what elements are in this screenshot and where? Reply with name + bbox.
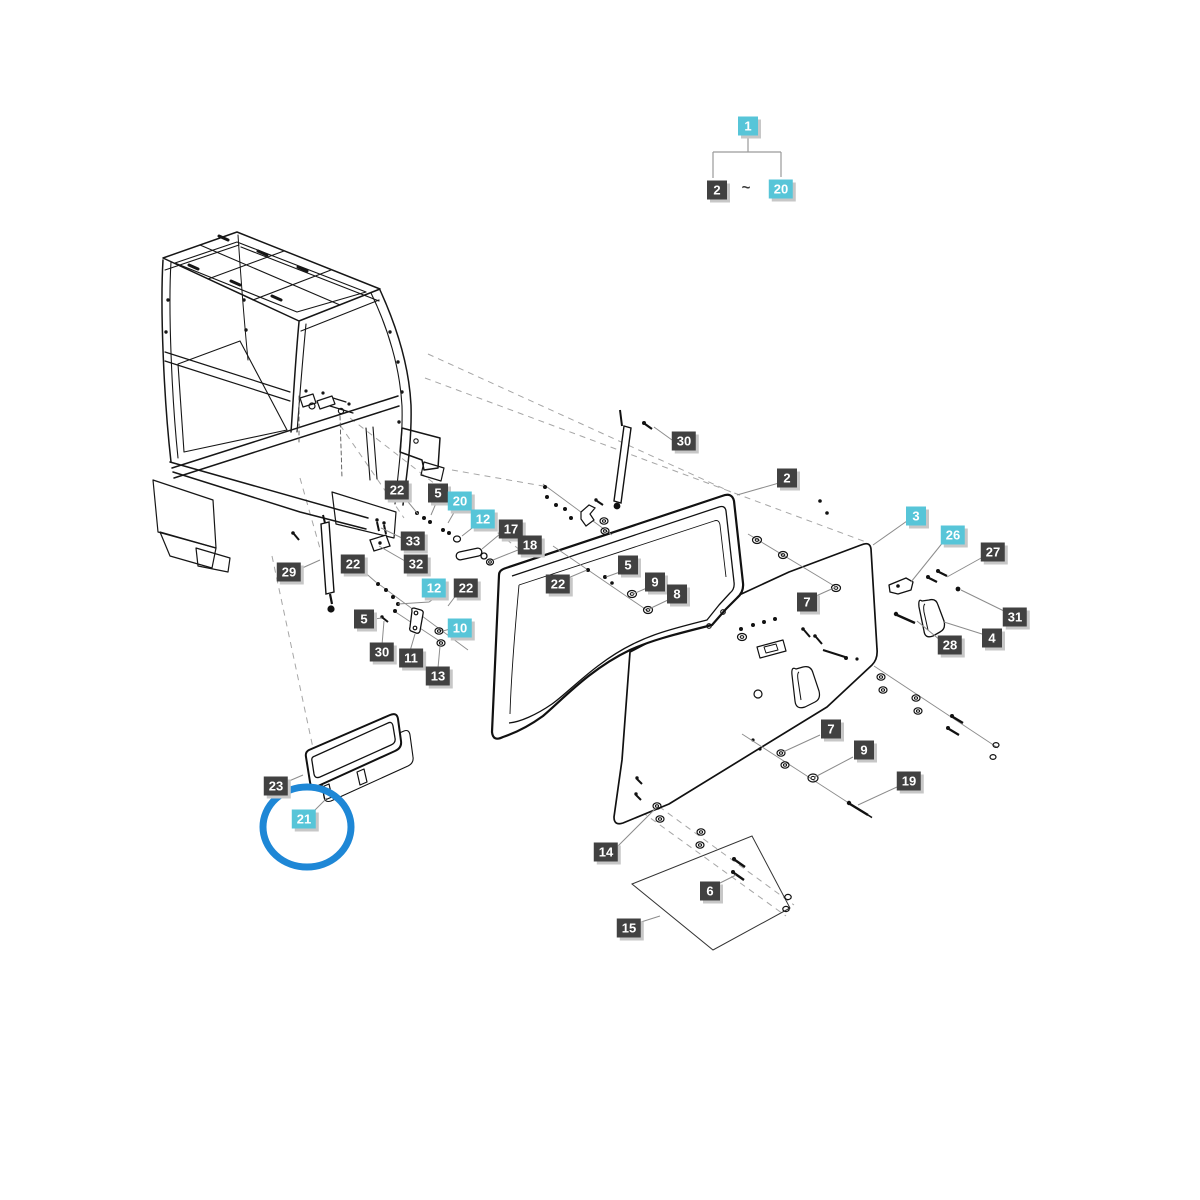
door-panel-drawing bbox=[613, 542, 878, 825]
part-label-19[interactable]: 19 bbox=[896, 771, 922, 791]
part-label-22[interactable]: 22 bbox=[545, 574, 571, 594]
part-label-2[interactable]: 2 bbox=[707, 180, 727, 200]
part-label-6[interactable]: 6 bbox=[700, 881, 720, 901]
part-label-23[interactable]: 23 bbox=[263, 776, 289, 796]
part-label-9[interactable]: 9 bbox=[854, 740, 874, 760]
part-label-18[interactable]: 18 bbox=[517, 535, 543, 555]
vent-window-drawing bbox=[304, 713, 414, 803]
window-assembly-drawing bbox=[490, 493, 745, 740]
part-label-5[interactable]: 5 bbox=[428, 483, 448, 503]
highlight-circle bbox=[259, 783, 355, 871]
part-label-7[interactable]: 7 bbox=[821, 719, 841, 739]
part-label-21[interactable]: 21 bbox=[291, 809, 317, 829]
part-label-20[interactable]: 20 bbox=[768, 179, 794, 199]
part-label-28[interactable]: 28 bbox=[937, 635, 963, 655]
part-label-2[interactable]: 2 bbox=[777, 468, 797, 488]
part-label-15[interactable]: 15 bbox=[616, 918, 642, 938]
door-bottom-hardware bbox=[741, 733, 873, 819]
part-label-8[interactable]: 8 bbox=[667, 584, 687, 604]
door-handle-parts-drawing bbox=[888, 569, 961, 638]
part-label-26[interactable]: 26 bbox=[940, 525, 966, 545]
part-label-7[interactable]: 7 bbox=[797, 592, 817, 612]
part-label-22[interactable]: 22 bbox=[384, 480, 410, 500]
part-label-30[interactable]: 30 bbox=[369, 642, 395, 662]
part-label-12[interactable]: 12 bbox=[470, 509, 496, 529]
part-label-30[interactable]: 30 bbox=[671, 431, 697, 451]
part-label-31[interactable]: 31 bbox=[1002, 607, 1028, 627]
part-label-11[interactable]: 11 bbox=[399, 648, 423, 668]
part-label-9[interactable]: 9 bbox=[645, 572, 665, 592]
part-label-10[interactable]: 10 bbox=[447, 618, 473, 638]
hinge-hardware-left bbox=[369, 483, 613, 651]
door-mount-hardware-right bbox=[873, 665, 1000, 760]
gas-strut-29-drawing bbox=[291, 514, 335, 613]
part-label-22[interactable]: 22 bbox=[453, 578, 479, 598]
part-label-13[interactable]: 13 bbox=[425, 666, 451, 686]
part-label-27[interactable]: 27 bbox=[980, 542, 1006, 562]
part-label-5[interactable]: 5 bbox=[354, 609, 374, 629]
part-label-5[interactable]: 5 bbox=[618, 555, 638, 575]
part-label-20[interactable]: 20 bbox=[447, 491, 473, 511]
tree-range-separator: ~ bbox=[741, 179, 751, 197]
part-label-3[interactable]: 3 bbox=[906, 506, 926, 526]
tree-connector-lines bbox=[712, 136, 782, 178]
lower-hardware-cluster bbox=[631, 776, 792, 951]
part-label-29[interactable]: 29 bbox=[276, 562, 302, 582]
part-label-14[interactable]: 14 bbox=[593, 842, 619, 862]
part-label-1[interactable]: 1 bbox=[738, 116, 758, 136]
part-label-33[interactable]: 33 bbox=[400, 531, 426, 551]
gas-strut-30-drawing bbox=[613, 409, 653, 510]
part-label-22[interactable]: 22 bbox=[340, 554, 366, 574]
leader-lines bbox=[288, 426, 1007, 923]
part-label-17[interactable]: 17 bbox=[498, 519, 524, 539]
cab-frame-drawing bbox=[152, 231, 445, 573]
part-label-4[interactable]: 4 bbox=[982, 628, 1002, 648]
part-label-12[interactable]: 12 bbox=[421, 578, 447, 598]
part-label-32[interactable]: 32 bbox=[403, 554, 429, 574]
